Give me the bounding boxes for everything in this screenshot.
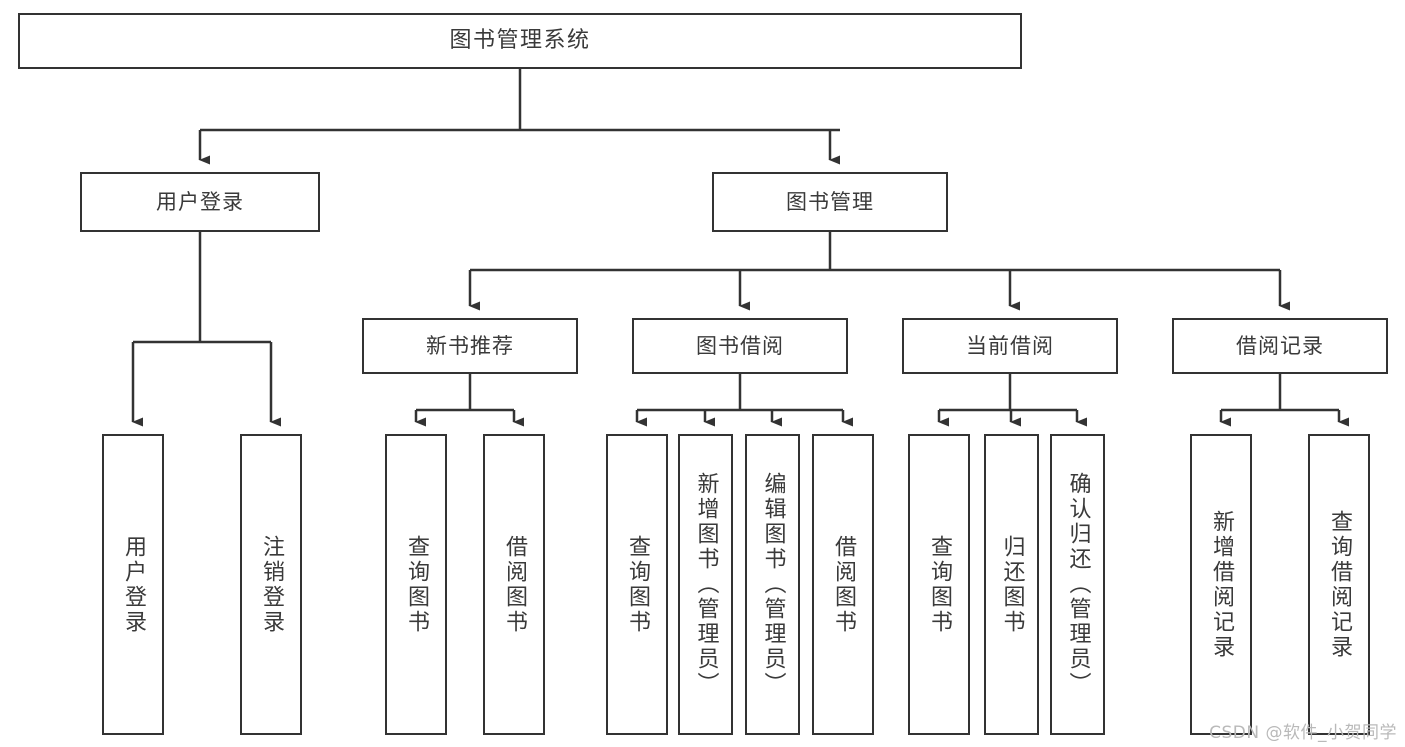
leaf-confirm-return[interactable]: 确认归还（管理员） — [1050, 434, 1105, 735]
node-book-borrow[interactable]: 图书借阅 — [632, 318, 848, 374]
node-book-borrow-label: 图书借阅 — [696, 333, 784, 358]
leaf-query-book-2[interactable]: 查询图书 — [606, 434, 668, 735]
leaf-add-record[interactable]: 新增借阅记录 — [1190, 434, 1252, 735]
node-new-book-rec[interactable]: 新书推荐 — [362, 318, 578, 374]
leaf-edit-book[interactable]: 编辑图书（管理员） — [745, 434, 800, 735]
node-book-manage-label: 图书管理 — [786, 189, 874, 214]
watermark: CSDN @软件_小贺同学 — [1209, 723, 1397, 743]
leaf-user-login[interactable]: 用户登录 — [102, 434, 164, 735]
node-current-borrow[interactable]: 当前借阅 — [902, 318, 1118, 374]
node-new-book-rec-label: 新书推荐 — [426, 333, 514, 358]
node-borrow-record-label: 借阅记录 — [1236, 333, 1324, 358]
node-root[interactable]: 图书管理系统 — [18, 13, 1022, 69]
leaf-borrow-book-2-label: 借阅图书 — [831, 534, 856, 635]
node-book-manage[interactable]: 图书管理 — [712, 172, 948, 232]
node-current-borrow-label: 当前借阅 — [966, 333, 1054, 358]
leaf-query-record[interactable]: 查询借阅记录 — [1308, 434, 1370, 735]
leaf-return-book[interactable]: 归还图书 — [984, 434, 1039, 735]
leaf-user-login-label: 用户登录 — [121, 534, 146, 635]
leaf-query-book-3-label: 查询图书 — [927, 534, 952, 635]
leaf-confirm-return-label: 确认归还（管理员） — [1065, 472, 1091, 697]
leaf-query-book-1[interactable]: 查询图书 — [385, 434, 447, 735]
leaf-add-book[interactable]: 新增图书（管理员） — [678, 434, 733, 735]
leaf-edit-book-label: 编辑图书（管理员） — [760, 472, 786, 697]
node-root-label: 图书管理系统 — [449, 28, 591, 54]
node-user-login[interactable]: 用户登录 — [80, 172, 320, 232]
leaf-query-book-2-label: 查询图书 — [625, 534, 650, 635]
leaf-add-book-label: 新增图书（管理员） — [693, 472, 719, 697]
leaf-query-record-label: 查询借阅记录 — [1327, 509, 1352, 660]
node-user-login-label: 用户登录 — [156, 189, 244, 214]
leaf-return-book-label: 归还图书 — [999, 534, 1025, 635]
leaf-logout-label: 注销登录 — [259, 534, 284, 635]
leaf-query-book-3[interactable]: 查询图书 — [908, 434, 970, 735]
leaf-borrow-book-1[interactable]: 借阅图书 — [483, 434, 545, 735]
leaf-add-record-label: 新增借阅记录 — [1209, 509, 1234, 660]
leaf-borrow-book-1-label: 借阅图书 — [502, 534, 527, 635]
leaf-logout[interactable]: 注销登录 — [240, 434, 302, 735]
leaf-query-book-1-label: 查询图书 — [404, 534, 429, 635]
node-borrow-record[interactable]: 借阅记录 — [1172, 318, 1388, 374]
leaf-borrow-book-2[interactable]: 借阅图书 — [812, 434, 874, 735]
